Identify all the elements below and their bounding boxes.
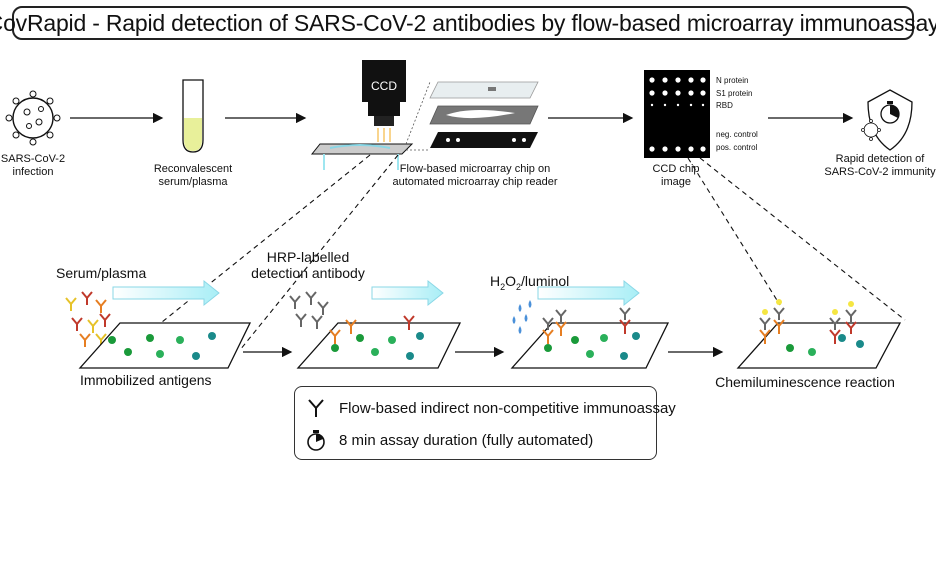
chemi-label: Chemiluminescence reaction [715,374,895,390]
title-box: CovRapid - Rapid detection of SARS-CoV-2… [0,6,936,40]
virus-icon [5,90,61,146]
serum-label-2: serum/plasma [158,176,228,188]
chip-layers-icon [429,81,539,148]
legend-text-1: Flow-based indirect non-competitive immu… [339,399,676,417]
slide-2 [296,322,462,369]
ccd-image-label-1: CCD chip [652,163,699,175]
legend-item-1: Flow-based indirect non-competitive immu… [305,397,676,419]
antibody-icon [308,399,324,417]
immobilized-label: Immobilized antigens [80,372,212,388]
slide-4 [736,322,902,369]
antigens-4 [786,334,864,356]
shield-icon [861,89,913,151]
ccd-image-label-2: image [661,176,691,188]
zoom-lines [161,154,906,351]
result-label-1: Rapid detection of [836,153,926,165]
test-tube-icon [182,79,204,153]
serum-plasma-label: Serum/plasma [56,265,146,281]
ccd-chip-image [644,70,710,158]
chip-row-pos: pos. control [716,143,758,152]
legend-item-2: 8 min assay duration (fully automated) [305,429,593,451]
slide-3 [510,322,670,369]
flow-arrow-3 [537,279,640,307]
ccd-camera-icon [362,60,406,142]
page-title: CovRapid - Rapid detection of SARS-CoV-2… [0,9,936,36]
chip-label-1: Flow-based microarray chip on [400,163,550,175]
glow-spots [762,299,854,315]
ccd-label: CCD [371,79,397,93]
slide-1 [78,322,252,369]
chip-row-neg: neg. control [716,130,758,139]
legend-box: Flow-based indirect non-competitive immu… [294,386,676,460]
stopwatch-icon [307,430,325,451]
legend-text-2: 8 min assay duration (fully automated) [339,431,594,449]
hrp-label-1: HRP-labelled [267,249,349,265]
free-antibodies [65,291,111,347]
chip-row-rbd: RBD [716,101,733,110]
mini-virus-icon [861,119,881,141]
serum-label-1: Reconvalescent [154,163,232,175]
projection-lines [405,81,431,151]
bound-antibodies-2 [329,315,415,344]
h2o2-label: H2O2/luminol [490,273,569,292]
hrp-label-2: detection antibody [251,265,365,281]
antigens-2 [331,332,424,360]
result-label-2: SARS-CoV-2 immunity [824,166,936,178]
detection-antibodies [289,291,329,329]
droplets [512,300,532,334]
antigens-3 [544,332,640,360]
chip-row-n: N protein [716,76,748,85]
flow-arrow-2 [371,279,444,307]
infection-label-1: SARS-CoV-2 [1,153,65,165]
chip-row-s1: S1 protein [716,89,752,98]
antigens-1 [108,332,216,360]
flow-arrow-1 [112,279,220,307]
chip-label-2: automated microarray chip reader [392,176,557,188]
bound-antibodies-4 [759,307,857,344]
infection-label-2: infection [13,166,54,178]
chip-reader-icon [310,143,414,170]
bound-antibodies-3 [542,307,631,344]
